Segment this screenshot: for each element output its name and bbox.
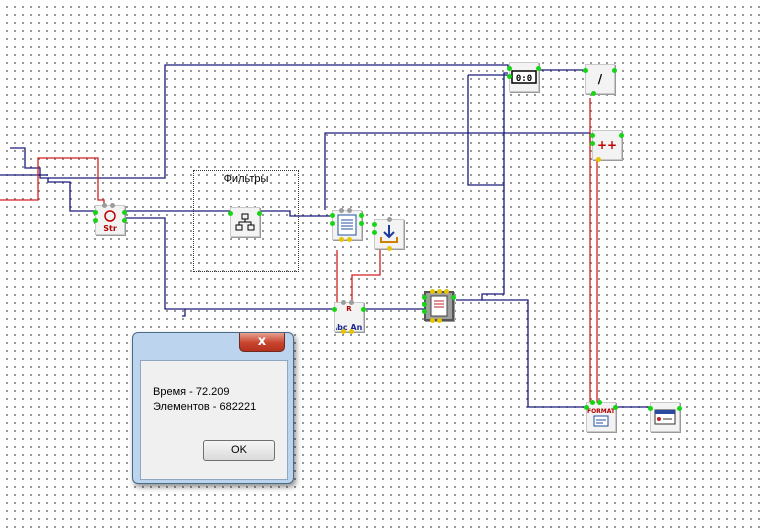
wire [336, 250, 339, 310]
svg-text:R: R [346, 305, 352, 313]
file-component[interactable] [422, 289, 456, 323]
format-field-icon [593, 415, 609, 426]
dialog-line-time: Время - 72.209 [153, 386, 230, 398]
wire [10, 147, 96, 212]
wire [124, 217, 186, 317]
memo-component[interactable] [330, 208, 364, 242]
wire [456, 72, 508, 301]
timer-component[interactable]: 0:0 [507, 62, 541, 92]
format-component[interactable]: FORMAT [584, 400, 618, 432]
replace-component[interactable]: R Abc Anc [332, 300, 366, 334]
divide-icon: / [597, 72, 603, 86]
increment-icon: ++ [596, 138, 618, 152]
dialog-ok-button[interactable]: OK [203, 440, 275, 461]
divide-component[interactable]: / [583, 64, 617, 96]
document-lines-icon [337, 214, 357, 236]
replace-component-label: Abc Anc [336, 323, 362, 331]
wire [351, 250, 381, 302]
wire [467, 75, 504, 186]
str-component-label: Str [103, 224, 117, 233]
text-replace-icon: R Abc Anc [336, 305, 362, 331]
increment-component[interactable]: ++ [590, 130, 624, 162]
wire [324, 132, 591, 210]
dialog-close-button[interactable]: x [239, 333, 285, 352]
message-box-icon [654, 409, 676, 425]
wire [258, 210, 330, 217]
download-arrow-icon [380, 225, 398, 243]
str-component[interactable]: Str [93, 203, 127, 235]
dialog-line-elements: Элементов - 682221 [153, 401, 257, 413]
tree-filter-component[interactable] [228, 207, 262, 237]
timer-component-label: 0:0 [516, 74, 532, 84]
wire [482, 299, 587, 408]
tree-hierarchy-icon [235, 213, 255, 231]
format-icon: FORMAT [586, 407, 616, 415]
wire [0, 157, 105, 205]
filters-group-label: Фильтры [223, 173, 269, 185]
str-ring-icon: Str [103, 210, 117, 233]
dialog-body: Время - 72.209 Элементов - 682221 OK [140, 360, 288, 480]
download-component[interactable] [372, 217, 404, 251]
wire [48, 64, 509, 179]
message-dialog: x Время - 72.209 Элементов - 682221 OK [132, 332, 294, 484]
filters-group[interactable]: Фильтры [193, 170, 299, 272]
message-component[interactable] [648, 402, 682, 432]
file-document-icon [430, 295, 448, 317]
timer-display-icon: 0:0 [511, 70, 537, 84]
